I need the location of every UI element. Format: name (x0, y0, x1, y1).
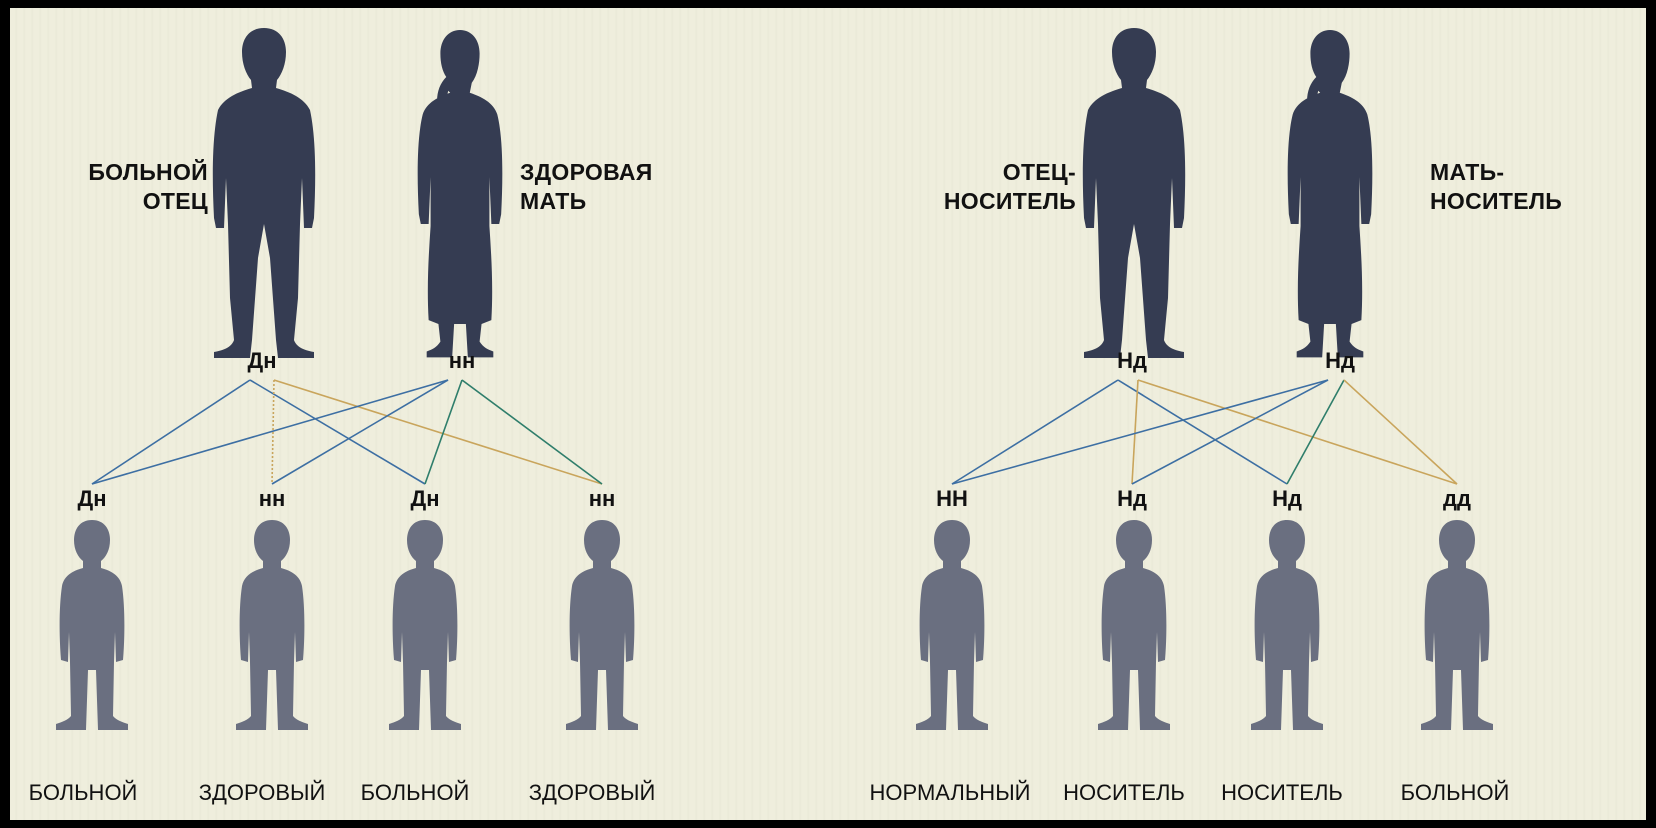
diagram-frame: БОЛЬНОЙ ОТЕЦ ЗДОРОВАЯ МАТЬ ОТЕЦ- НОСИТЕЛ… (10, 8, 1646, 820)
right-father-label-line2: НОСИТЕЛЬ (910, 187, 1076, 216)
left-mother-label: ЗДОРОВАЯ МАТЬ (520, 158, 653, 216)
left-child-2-silhouette (236, 520, 308, 730)
right-father-label-line1: ОТЕЦ- (910, 158, 1076, 187)
left-child-4-silhouette (566, 520, 638, 730)
inheritance-lines (92, 380, 1457, 484)
left-mother-label-line1: ЗДОРОВАЯ (520, 158, 653, 187)
right-mother-label-line2: НОСИТЕЛЬ (1430, 187, 1562, 216)
right-father-silhouette (1083, 28, 1185, 358)
right-child-4-status: БОЛЬНОЙ (1401, 780, 1510, 806)
right-child-1-genotype: НН (936, 486, 968, 512)
left-father-silhouette (213, 28, 315, 358)
right-mother-silhouette (1288, 30, 1373, 357)
left-line-father-child4 (274, 380, 602, 484)
right-child-1-status: НОРМАЛЬНЫЙ (870, 780, 1031, 806)
right-child-2-silhouette (1098, 520, 1170, 730)
left-child-1-silhouette (56, 520, 128, 730)
left-father-label-line1: БОЛЬНОЙ (68, 158, 208, 187)
left-father-genotype: Дн (248, 348, 277, 374)
left-line-father-child1 (92, 380, 250, 484)
left-mother-label-line2: МАТЬ (520, 187, 653, 216)
left-child-2-genotype: нн (259, 486, 286, 512)
right-line-father-child3 (1118, 380, 1287, 484)
left-child-3-status: БОЛЬНОЙ (361, 780, 470, 806)
left-child-2-status: ЗДОРОВЫЙ (199, 780, 326, 806)
right-line-mother-child4 (1344, 380, 1457, 484)
right-line-mother-child1 (952, 380, 1328, 484)
right-child-2-status: НОСИТЕЛЬ (1063, 780, 1185, 806)
left-child-3-silhouette (389, 520, 461, 730)
right-child-1-silhouette (916, 520, 988, 730)
left-mother-genotype: нн (449, 348, 476, 374)
right-father-genotype: Нд (1117, 348, 1147, 374)
right-mother-genotype: Нд (1325, 348, 1355, 374)
left-line-mother-child2 (272, 380, 448, 484)
right-child-3-silhouette (1251, 520, 1323, 730)
left-line-mother-child4 (462, 380, 602, 484)
right-father-label: ОТЕЦ- НОСИТЕЛЬ (910, 158, 1076, 216)
left-father-label: БОЛЬНОЙ ОТЕЦ (68, 158, 208, 216)
left-line-mother-child1 (92, 380, 448, 484)
right-child-2-genotype: Нд (1117, 486, 1147, 512)
right-child-4-silhouette (1421, 520, 1493, 730)
left-line-mother-child3 (425, 380, 462, 484)
right-child-3-genotype: Нд (1272, 486, 1302, 512)
left-child-1-status: БОЛЬНОЙ (29, 780, 138, 806)
left-mother-silhouette (418, 30, 503, 357)
left-child-3-genotype: Дн (411, 486, 440, 512)
right-mother-label-line1: МАТЬ- (1430, 158, 1562, 187)
right-mother-label: МАТЬ- НОСИТЕЛЬ (1430, 158, 1562, 216)
right-line-father-child1 (952, 380, 1118, 484)
inheritance-diagram (10, 8, 1646, 820)
left-father-label-line2: ОТЕЦ (68, 187, 208, 216)
figures (56, 28, 1493, 730)
left-child-4-status: ЗДОРОВЫЙ (529, 780, 656, 806)
right-child-3-status: НОСИТЕЛЬ (1221, 780, 1343, 806)
left-child-1-genotype: Дн (78, 486, 107, 512)
left-child-4-genotype: нн (589, 486, 616, 512)
left-line-father-child3 (250, 380, 425, 484)
right-child-4-genotype: дд (1443, 486, 1471, 512)
